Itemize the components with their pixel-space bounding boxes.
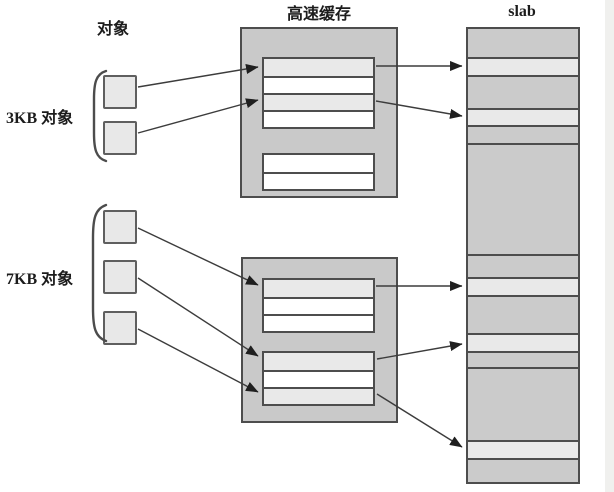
cache-2-slab-1-row-2 bbox=[264, 297, 373, 314]
group-label-7kb: 7KB 对象 bbox=[6, 271, 74, 288]
objects-column-header: 对象 bbox=[96, 21, 130, 38]
cache-2-slab-2-row-3 bbox=[264, 387, 373, 404]
slab-band-2 bbox=[468, 57, 578, 75]
slab-band-14 bbox=[468, 458, 578, 482]
7kb-object-group-square-3 bbox=[103, 311, 137, 345]
cache-1-slab-1-row-2 bbox=[264, 76, 373, 93]
slab-band-12 bbox=[468, 367, 578, 440]
cache-2-slab-1-row-3 bbox=[264, 314, 373, 331]
cache-box-7kb bbox=[241, 257, 398, 423]
connector-7kb-2-to-cache bbox=[137, 277, 259, 357]
cache-1-slab-1-row-1 bbox=[264, 59, 373, 76]
cache-box-3kb bbox=[240, 27, 398, 198]
cache-2-slab-1 bbox=[262, 278, 375, 333]
slab-band-9 bbox=[468, 295, 578, 333]
cache-1-slab-2-row-1 bbox=[264, 155, 373, 172]
3kb-object-group-square-2 bbox=[103, 121, 137, 155]
cache-2-slab-2-row-1 bbox=[264, 353, 373, 370]
cache-2-slab-1-row-1 bbox=[264, 280, 373, 297]
slab-band-6 bbox=[468, 143, 578, 254]
slab-band-10 bbox=[468, 333, 578, 351]
slab-column bbox=[466, 27, 580, 484]
slab-band-3 bbox=[468, 75, 578, 108]
cache-1-slab-1-row-4 bbox=[264, 110, 373, 127]
7kb-object-group-square-1 bbox=[103, 210, 137, 244]
group-label-3kb: 3KB 对象 bbox=[6, 110, 74, 127]
page-edge-strip bbox=[605, 0, 614, 492]
connector-7kb-3-to-cache bbox=[137, 328, 259, 393]
slab-band-7 bbox=[468, 254, 578, 277]
cache-1-slab-2 bbox=[262, 153, 375, 191]
cache-column-header: 高速缓存 bbox=[286, 6, 352, 23]
slab-band-8 bbox=[468, 277, 578, 295]
slab-band-13 bbox=[468, 440, 578, 458]
cache-2-slab-2-row-2 bbox=[264, 370, 373, 387]
connector-7kb-1-to-cache bbox=[137, 227, 259, 286]
slab-band-5 bbox=[468, 125, 578, 143]
3kb-object-group-square-1 bbox=[103, 75, 137, 109]
cache-1-slab-1-row-3 bbox=[264, 93, 373, 110]
7kb-object-group-square-2 bbox=[103, 260, 137, 294]
cache-1-slab-1 bbox=[262, 57, 375, 129]
slab-band-11 bbox=[468, 351, 578, 367]
slab-column-header: slab bbox=[508, 3, 536, 20]
cache-2-slab-2 bbox=[262, 351, 375, 406]
slab-band-4 bbox=[468, 108, 578, 125]
slab-band-1 bbox=[468, 29, 578, 57]
cache-1-slab-2-row-2 bbox=[264, 172, 373, 189]
